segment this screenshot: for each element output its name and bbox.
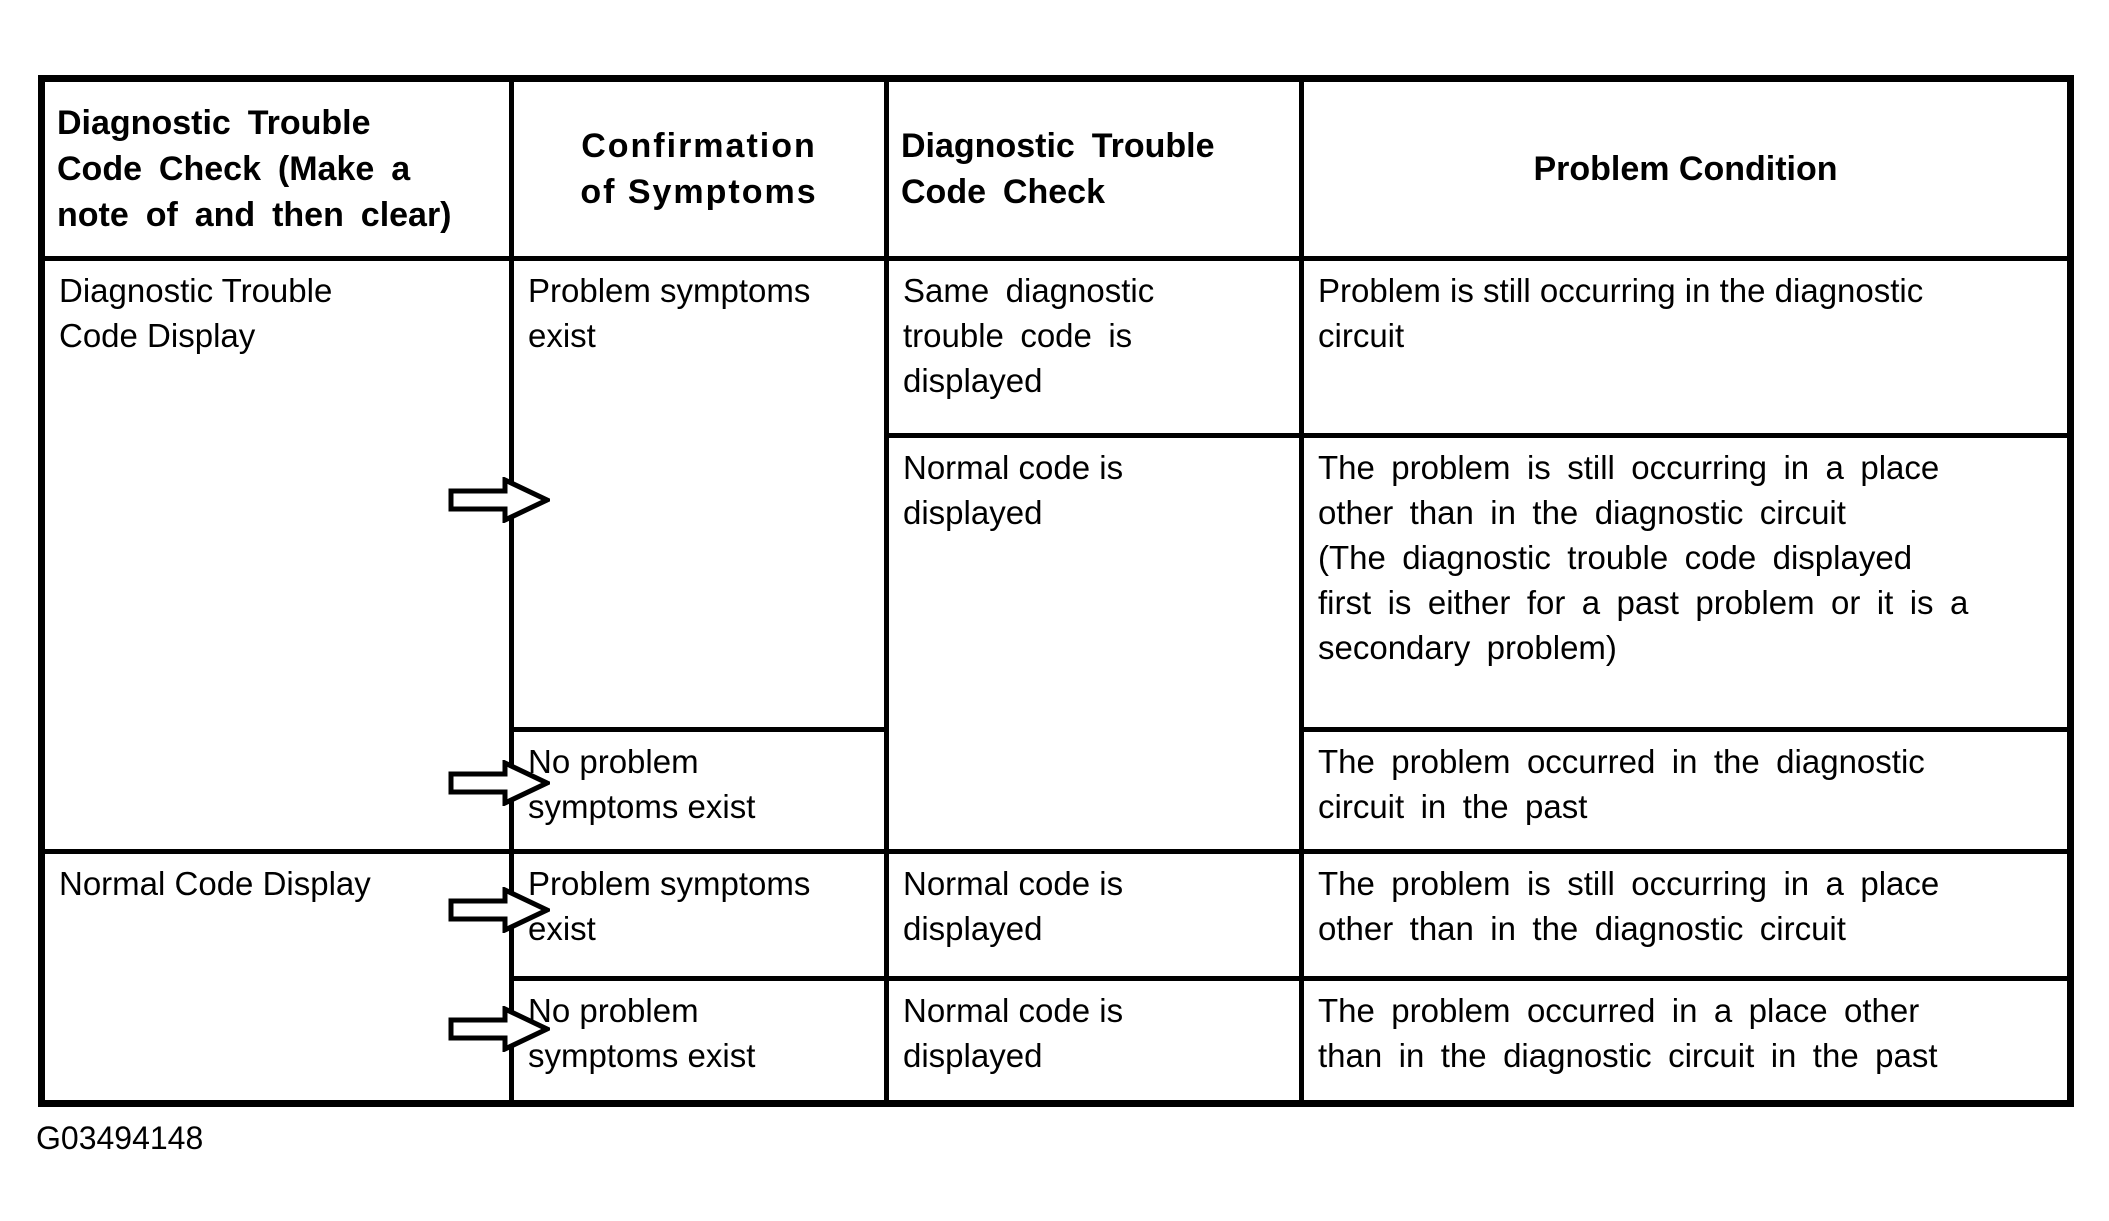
flow-right-arrow-icon <box>448 1006 550 1052</box>
header-dtc-check-note: Diagnostic Trouble Code Check (Make a no… <box>39 76 514 261</box>
cell-condition-past-circuit: The problem occurred in the diagnostic c… <box>1299 727 2073 854</box>
header-confirmation-symptoms: Confirmation of Symptoms <box>509 76 889 261</box>
cell-problem-symptoms-exist: Problem symptoms exist <box>509 256 889 732</box>
figure-code: G03494148 <box>36 1120 204 1156</box>
diagnostic-code-check-table: Diagnostic Trouble Code Check (Make a no… <box>38 75 2074 1107</box>
cell-problem-symptoms-exist: Problem symptoms exist <box>509 849 889 981</box>
table-row: No problem symptoms exist Normal code is… <box>42 976 2073 1106</box>
cell-condition-other-place: The problem is still occurring in a plac… <box>1299 433 2073 732</box>
flow-right-arrow-icon <box>448 477 550 523</box>
cell-dtc-display: Diagnostic Trouble Code Display <box>39 256 514 854</box>
cell-no-problem-symptoms: No problem symptoms exist <box>509 976 889 1106</box>
flow-right-arrow-icon <box>448 760 550 806</box>
cell-same-code-displayed: Same diagnostic trouble code is displaye… <box>884 256 1304 438</box>
table-row: Normal Code Display Problem symptoms exi… <box>39 849 2073 1106</box>
table-row: Normal code is displayed The problem is … <box>42 433 2073 854</box>
cell-normal-code-displayed: Normal code is displayed <box>884 849 1304 981</box>
header-dtc-check: Diagnostic Trouble Code Check <box>884 76 1304 261</box>
table-row: No problem symptoms exist The problem oc… <box>42 727 2073 854</box>
header-problem-condition: Problem Condition <box>1299 76 2073 261</box>
cell-normal-code-displayed: Normal code is displayed <box>884 433 1304 854</box>
cell-condition-other-place: The problem is still occurring in a plac… <box>1299 849 2073 981</box>
cell-no-problem-symptoms: No problem symptoms exist <box>509 727 889 854</box>
cell-normal-code-display: Normal Code Display <box>39 849 514 1106</box>
table-header-row: Diagnostic Trouble Code Check (Make a no… <box>39 76 2073 261</box>
cell-normal-code-displayed: Normal code is displayed <box>884 976 1304 1106</box>
cell-condition-still-in-circuit: Problem is still occurring in the diagno… <box>1299 256 2073 438</box>
cell-condition-past-other-place: The problem occurred in a place other th… <box>1299 976 2073 1106</box>
flow-right-arrow-icon <box>448 887 550 933</box>
table-row: Diagnostic Trouble Code Display Problem … <box>39 256 2073 854</box>
